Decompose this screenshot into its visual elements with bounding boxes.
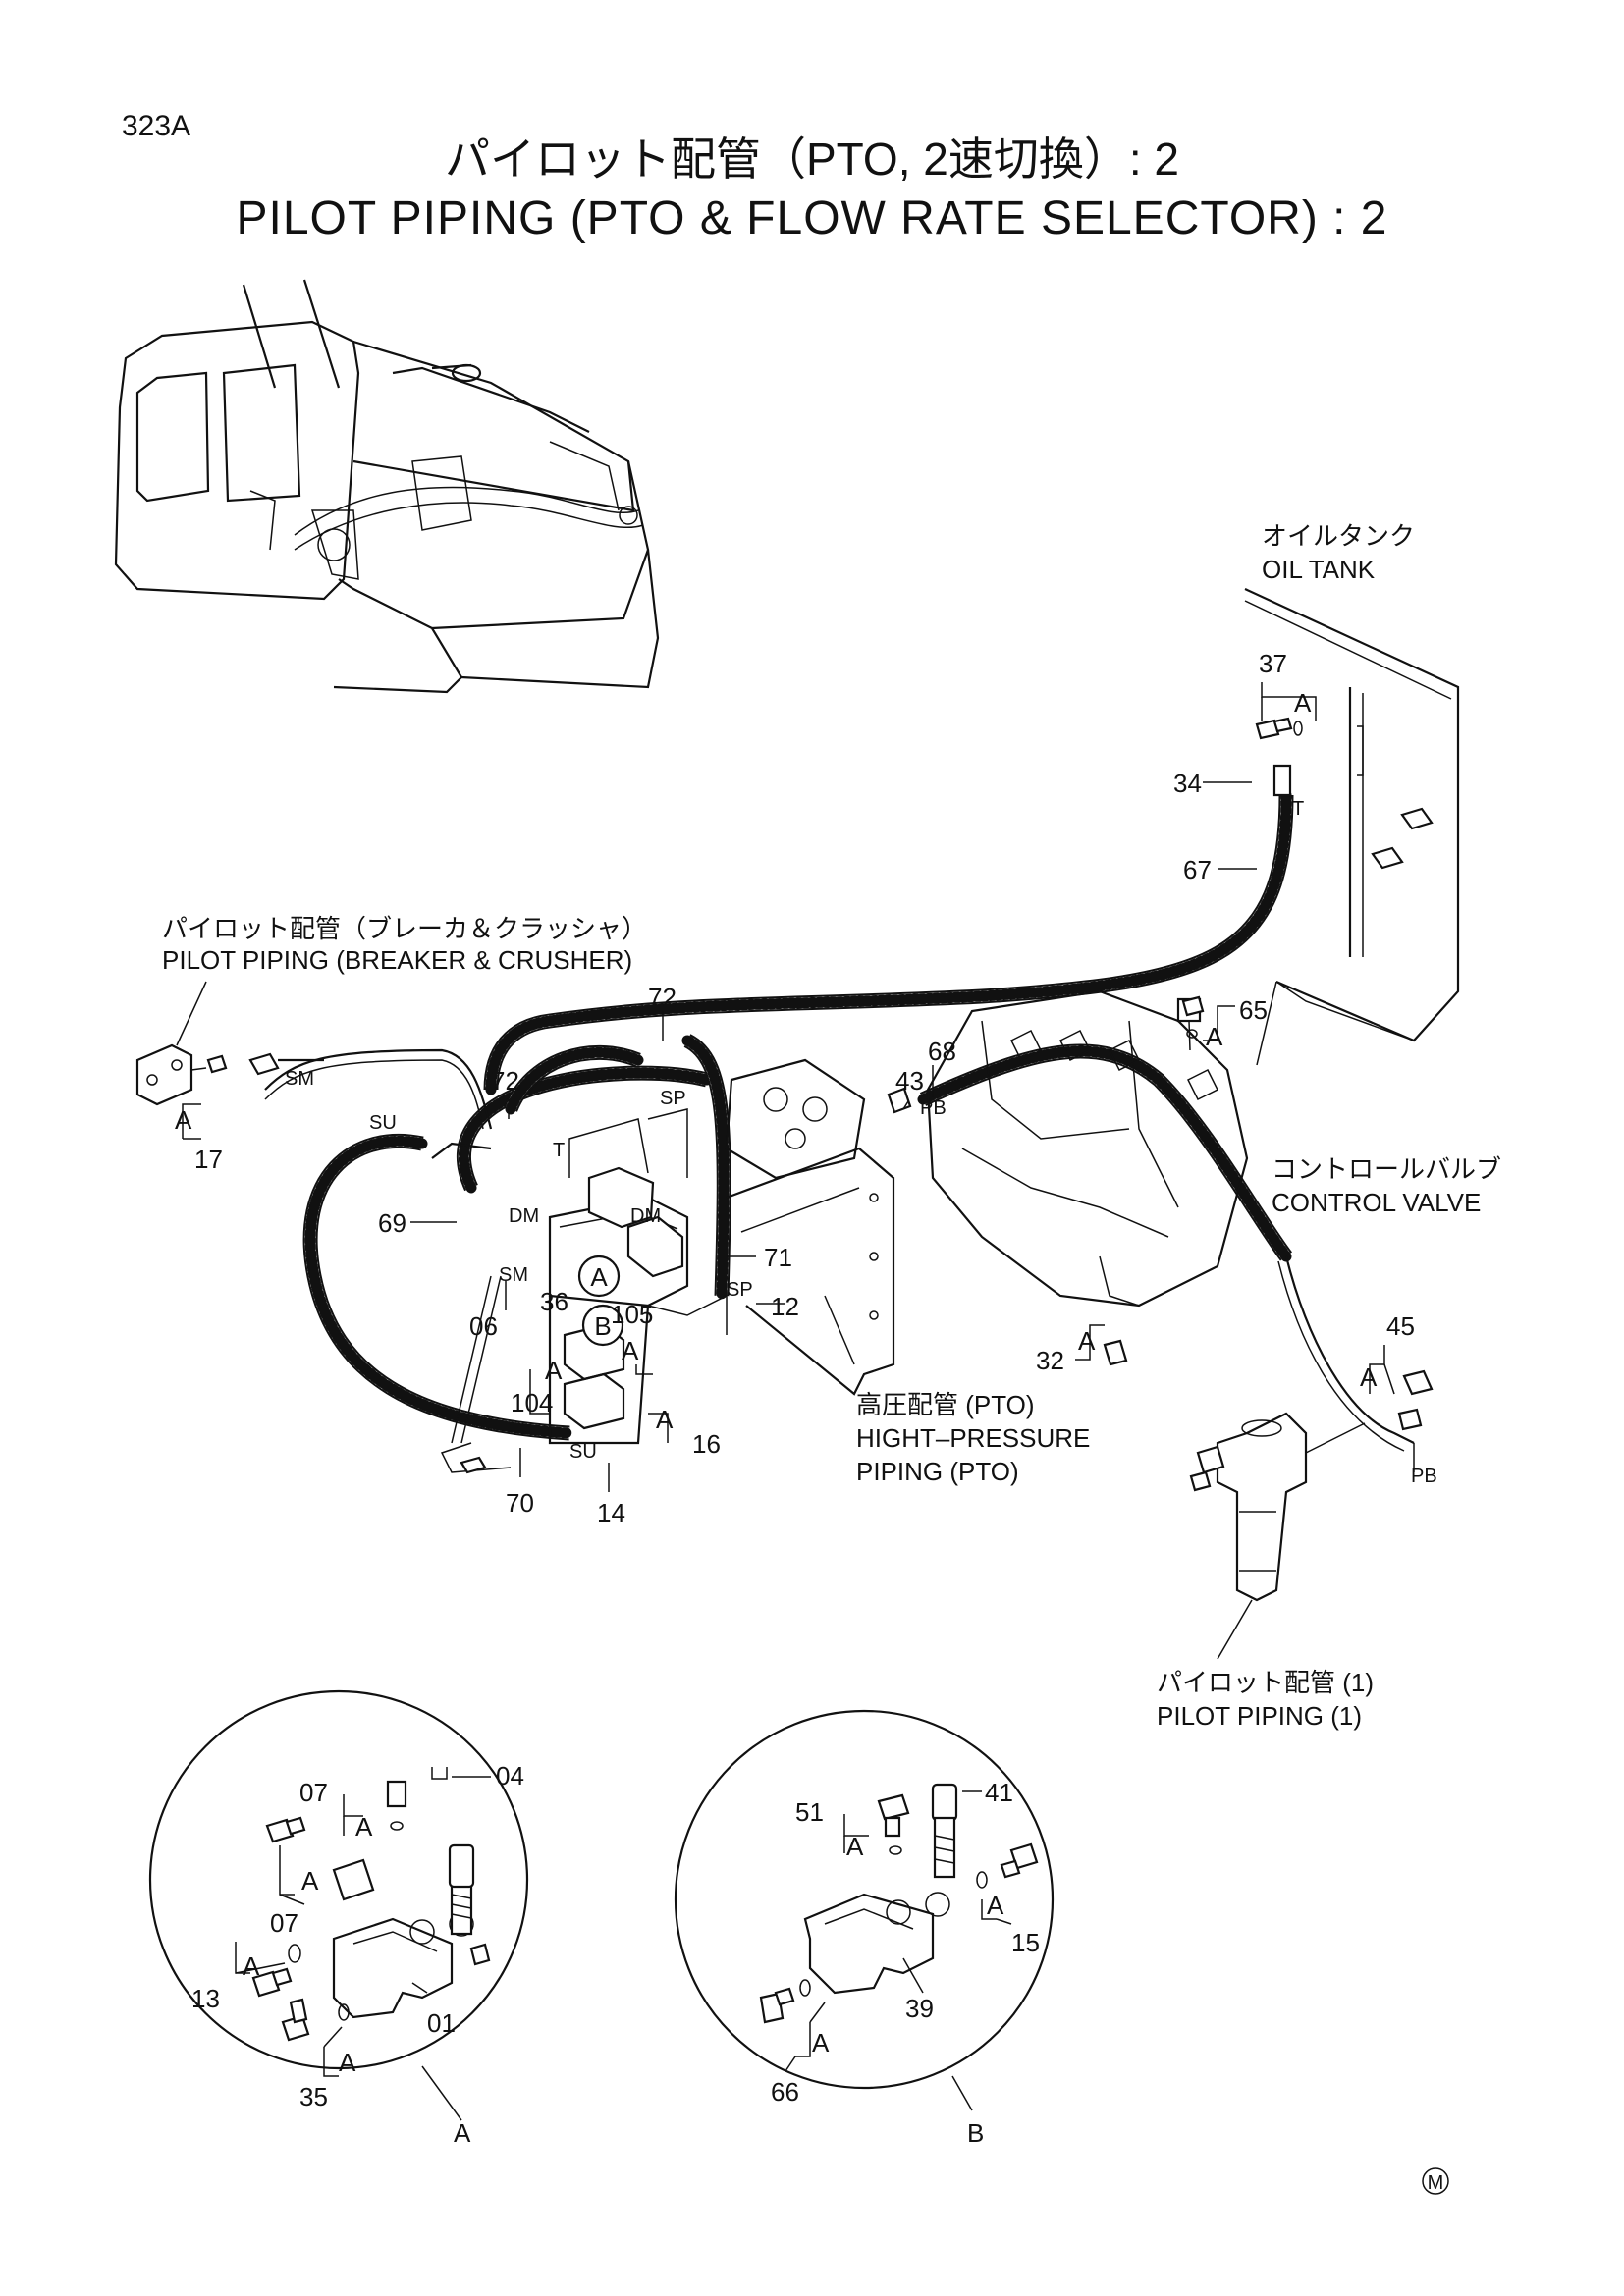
port-a-13: A <box>243 1951 260 1981</box>
part-39: 39 <box>905 1994 934 2023</box>
part-37: 37 <box>1259 649 1287 678</box>
control-valve-illustration <box>926 989 1249 1308</box>
pilot-hoses <box>264 789 1415 1452</box>
part-14: 14 <box>597 1498 625 1527</box>
oil-tank-label-en: OIL TANK <box>1262 555 1376 584</box>
detail-b <box>674 1709 1055 2111</box>
part-72-top: 72 <box>648 983 677 1012</box>
pilot-piping-1-label-jp: パイロット配管 (1) <box>1157 1668 1374 1697</box>
excavator-overview-illustration <box>114 279 660 694</box>
part-66: 66 <box>771 2077 799 2107</box>
breaker-block-illustration <box>135 1043 324 1106</box>
part-15: 15 <box>1011 1928 1040 1957</box>
detail-a-label: A <box>454 2118 471 2148</box>
part-12: 12 <box>771 1292 799 1321</box>
corner-mark-label: M <box>1428 2172 1444 2194</box>
port-sp-top: SP <box>660 1088 686 1109</box>
control-valve-label-jp: コントロールバルブ <box>1272 1154 1501 1184</box>
port-pb-valve: PB <box>920 1097 947 1119</box>
port-a-15: A <box>987 1891 1004 1920</box>
port-a-07-top: A <box>355 1812 373 1842</box>
port-dm-right: DM <box>630 1205 661 1227</box>
port-a-45: A <box>1360 1362 1378 1392</box>
detail-a <box>148 1689 529 2121</box>
port-a-17: A <box>175 1105 192 1135</box>
detail-b-marker <box>581 1304 624 1347</box>
part-07-side: 07 <box>270 1908 298 1938</box>
part-43: 43 <box>895 1066 924 1095</box>
part-41: 41 <box>985 1778 1013 1807</box>
corner-mark-circle <box>1422 2167 1449 2195</box>
part-17: 17 <box>194 1145 223 1174</box>
page-title-jp: パイロット配管（PTO, 2速切換）: 2 <box>445 133 1179 185</box>
part-34: 34 <box>1173 769 1202 798</box>
part-104: 104 <box>511 1388 553 1417</box>
port-a-66: A <box>812 2028 830 2057</box>
part-01: 01 <box>427 2008 456 2038</box>
detail-a-marker <box>577 1255 621 1298</box>
hp-piping-label-en1: HIGHT–PRESSURE <box>856 1423 1090 1453</box>
part-69: 69 <box>378 1208 406 1238</box>
port-a-07-side: A <box>301 1866 319 1896</box>
port-a-37: A <box>1294 688 1312 718</box>
page-title-en: PILOT PIPING (PTO & FLOW RATE SELECTOR) … <box>236 192 1387 244</box>
tank-fittings <box>887 717 1303 1366</box>
port-a-104: A <box>545 1356 563 1385</box>
pilot-filter-illustration <box>1189 1369 1434 1602</box>
port-pb-filter: PB <box>1411 1466 1437 1487</box>
leader-lines <box>182 682 1395 1492</box>
part-06: 06 <box>469 1311 498 1341</box>
port-a-32: A <box>1078 1326 1096 1356</box>
port-t-tank: T <box>1292 798 1304 820</box>
detail-b-marker-label: B <box>594 1311 611 1341</box>
port-t-assembly: T <box>553 1140 565 1161</box>
part-67: 67 <box>1183 855 1212 884</box>
control-valve-label-en: CONTROL VALVE <box>1272 1188 1481 1217</box>
hp-piping-label-en2: PIPING (PTO) <box>856 1457 1019 1486</box>
pto-valve-assembly <box>440 1058 895 1474</box>
part-72-left: 72 <box>491 1066 519 1095</box>
part-105: 105 <box>611 1300 653 1329</box>
breaker-piping-label-jp: パイロット配管（ブレーカ＆クラッシャ） <box>162 914 647 943</box>
part-70: 70 <box>506 1488 534 1518</box>
port-su-bottom: SU <box>569 1441 597 1463</box>
part-07-top: 07 <box>299 1778 328 1807</box>
part-36: 36 <box>540 1287 568 1316</box>
part-68: 68 <box>928 1037 956 1066</box>
detail-b-label: B <box>967 2118 984 2148</box>
part-71: 71 <box>764 1243 792 1272</box>
port-sm-breaker: SM <box>285 1068 314 1090</box>
port-sp-lower: SP <box>727 1279 753 1301</box>
hp-piping-label-jp: 高圧配管 (PTO) <box>856 1390 1035 1419</box>
part-51: 51 <box>795 1797 824 1827</box>
port-a-16: A <box>656 1405 674 1434</box>
page-code: 323A <box>122 110 190 142</box>
port-a-65: A <box>1206 1022 1223 1051</box>
part-04: 04 <box>496 1761 524 1790</box>
breaker-piping-label-en: PILOT PIPING (BREAKER & CRUSHER) <box>162 945 632 975</box>
port-sm-assembly: SM <box>499 1264 528 1286</box>
part-32: 32 <box>1036 1346 1064 1375</box>
oil-tank-outline <box>1244 588 1460 1066</box>
part-65: 65 <box>1239 995 1268 1025</box>
part-13: 13 <box>191 1984 220 2013</box>
part-45: 45 <box>1386 1311 1415 1341</box>
part-35: 35 <box>299 2082 328 2111</box>
port-a-105: A <box>622 1336 639 1365</box>
oil-tank-label-jp: オイルタンク <box>1262 521 1415 551</box>
port-a-51: A <box>846 1832 864 1861</box>
port-dm-left: DM <box>509 1205 539 1227</box>
detail-a-marker-label: A <box>590 1262 608 1292</box>
port-su-top: SU <box>369 1112 397 1134</box>
pilot-piping-1-label-en: PILOT PIPING (1) <box>1157 1701 1362 1731</box>
port-a-35: A <box>339 2048 356 2077</box>
part-16: 16 <box>692 1429 721 1459</box>
